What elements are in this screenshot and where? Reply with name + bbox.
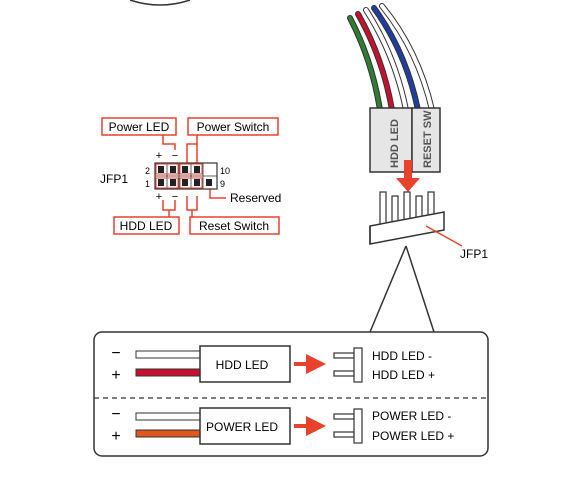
jfp1-pointer xyxy=(425,225,463,247)
hdd-led-plus: + xyxy=(156,191,162,203)
power-led-label: Power LED xyxy=(109,120,170,134)
hdd-pin-plus-label: HDD LED + xyxy=(372,368,435,382)
reserved-bracket xyxy=(209,187,226,199)
hdd-sign-minus: − xyxy=(111,345,120,362)
plug-hdd-led-text: HDD LED xyxy=(389,119,401,168)
detail-panel-frame xyxy=(93,331,489,457)
insert-arrow xyxy=(396,160,420,192)
pin-number-2: 2 xyxy=(145,166,150,176)
connector-illustration: HDD LED RESET SW JFP1 xyxy=(347,3,488,333)
power-led-plug-label: POWER LED xyxy=(206,420,278,434)
jfp1-label-left: JFP1 xyxy=(100,172,128,186)
power-header-pins xyxy=(333,408,363,444)
power-led-minus: − xyxy=(172,150,178,162)
reset-switch-label-box xyxy=(189,216,280,235)
power-led-label-box xyxy=(101,117,177,136)
reserved-label: Reserved xyxy=(230,191,281,205)
plug-reset-sw-text: RESET SW xyxy=(422,110,434,168)
reset-sw-plug xyxy=(411,107,441,173)
reset-switch-bracket xyxy=(186,196,198,217)
hdd-wire-red xyxy=(135,368,201,377)
power-pin-plus-label: POWER LED + xyxy=(372,429,454,443)
power-switch-label: Power Switch xyxy=(197,120,270,134)
hdd-led-label-box xyxy=(113,216,180,235)
power-wire-orange xyxy=(135,429,201,438)
hdd-led-bracket xyxy=(162,200,176,217)
hdd-sign-plus: + xyxy=(111,367,120,384)
power-switch-label-box xyxy=(187,117,279,136)
pin-number-1: 1 xyxy=(145,179,150,189)
hdd-led-minus: − xyxy=(172,191,178,203)
hdd-header-pins xyxy=(333,347,363,383)
detail-panel: − + HDD LED HDD LED - HDD LED + − + POWE… xyxy=(93,331,489,457)
power-led-bracket xyxy=(162,135,176,150)
power-wire-white xyxy=(135,412,201,421)
hdd-led-plug-label: HDD LED xyxy=(216,358,269,372)
hdd-led-label: HDD LED xyxy=(120,219,173,233)
pin-header-diagram: Power LED Power Switch HDD LED Reset Swi… xyxy=(100,117,281,235)
power-pin-minus-label: POWER LED - xyxy=(372,409,451,423)
hdd-led-plug-box xyxy=(199,345,291,383)
reset-switch-label: Reset Switch xyxy=(199,219,269,233)
wire-bundle xyxy=(347,3,435,113)
pin-number-9: 9 xyxy=(220,179,225,189)
jfp1-label-right: JFP1 xyxy=(460,247,488,261)
hdd-pin-minus-label: HDD LED - xyxy=(372,349,432,363)
power-sign-plus: + xyxy=(111,428,120,445)
callout-lines xyxy=(369,245,435,333)
power-led-plus: + xyxy=(156,150,162,162)
power-sign-minus: − xyxy=(111,406,120,423)
hdd-wire-white xyxy=(135,350,201,359)
pin-number-10: 10 xyxy=(220,166,230,176)
top-arc-decoration xyxy=(129,0,191,6)
power-led-plug-box xyxy=(199,407,291,445)
